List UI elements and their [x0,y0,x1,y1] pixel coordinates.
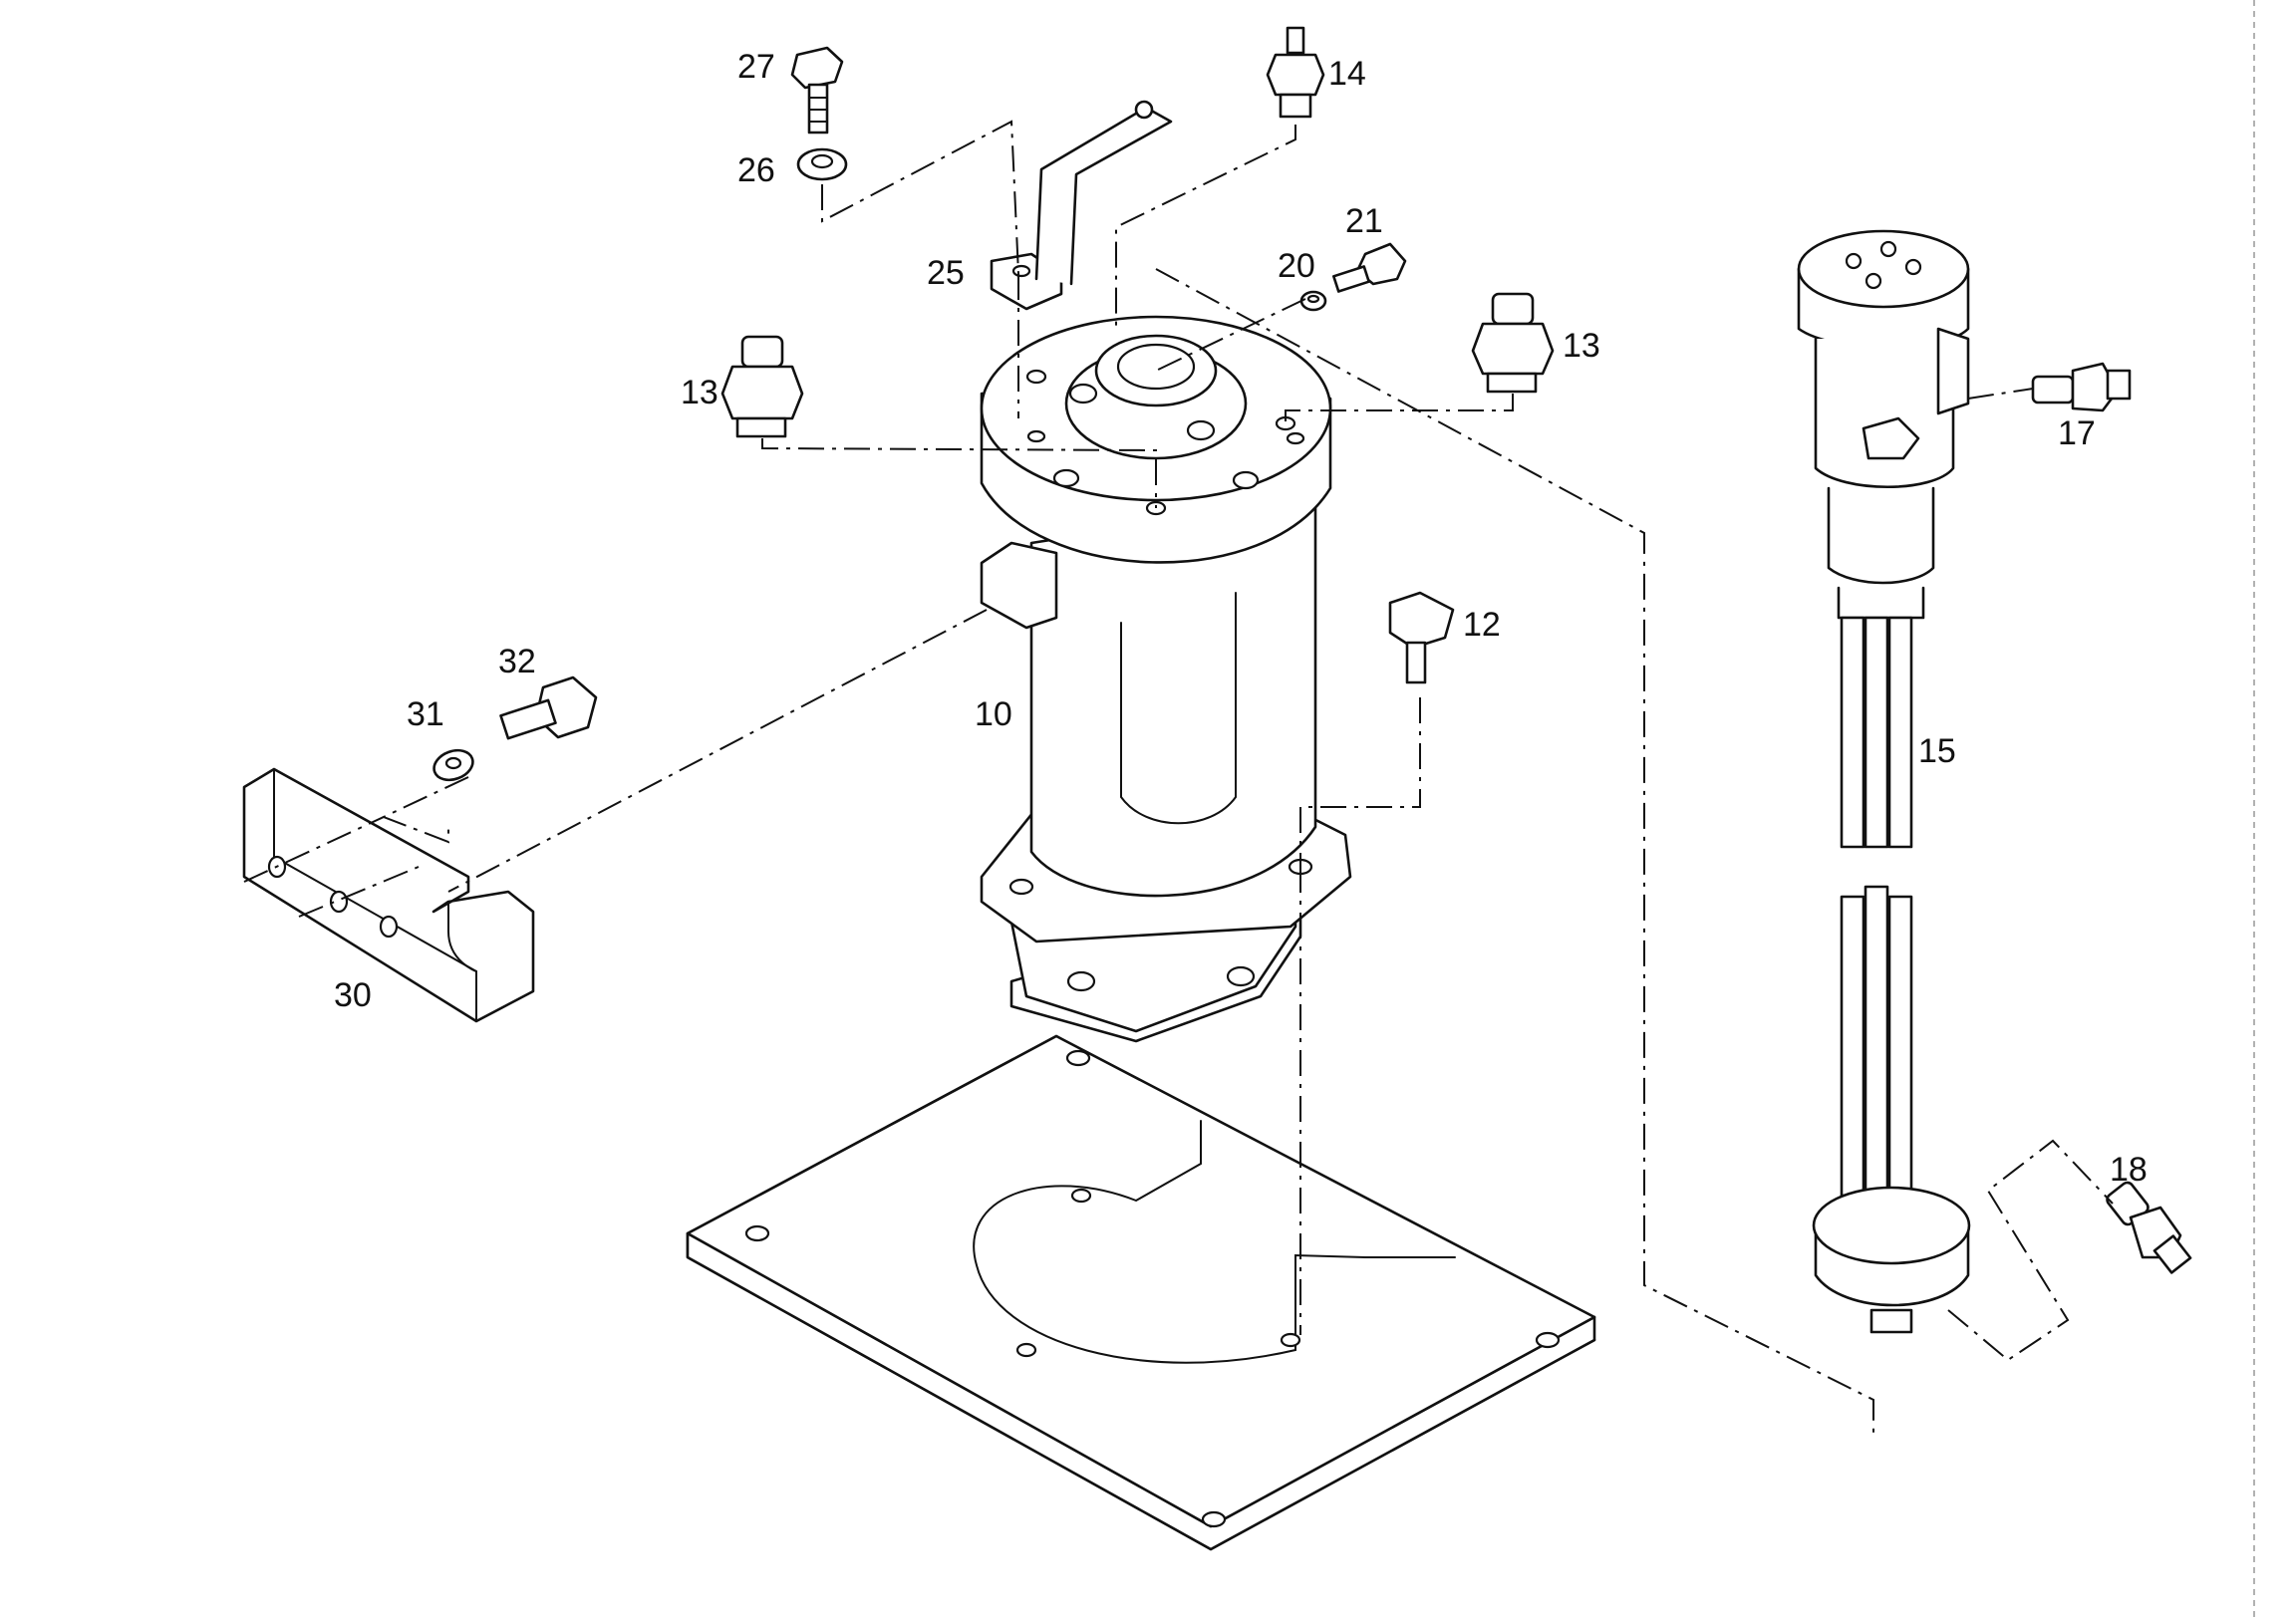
callout-27: 27 [737,48,775,86]
callout-26: 26 [737,151,775,189]
callout-14: 14 [1328,55,1366,93]
bolt-32 [499,675,598,740]
fitting-13-left [720,335,804,438]
probe-assembly-15 [1797,229,1971,1334]
base-plate [686,1034,1596,1551]
callout-labels: 10 12 13 13 14 15 17 18 20 21 25 26 27 3… [334,48,2148,1189]
connector-17 [2031,362,2132,412]
callout-12: 12 [1463,606,1501,644]
callout-13-left: 13 [681,374,718,411]
tool-30 [242,767,535,1023]
washer-31 [432,748,474,782]
callout-21: 21 [1345,202,1383,240]
leader-lines [243,120,2114,1435]
fitting-14 [1266,26,1325,119]
washer-26 [796,147,848,181]
fitting-13-right [1471,292,1555,394]
screw-21 [1332,242,1407,293]
callout-13-right: 13 [1563,327,1600,365]
washer-20 [1299,290,1327,312]
callout-10: 10 [975,695,1012,733]
connector-18 [2106,1181,2192,1274]
callout-20: 20 [1278,247,1315,285]
callout-18: 18 [2110,1151,2148,1189]
callout-31: 31 [407,695,444,733]
callout-25: 25 [927,254,965,292]
bolt-27 [790,46,844,135]
callout-32: 32 [498,643,536,680]
callout-30: 30 [334,976,372,1014]
callout-17: 17 [2058,414,2096,452]
bracket [990,100,1173,311]
bolt-12 [1388,591,1455,684]
callout-15: 15 [1918,732,1956,770]
main-column-housing [980,315,1352,1043]
